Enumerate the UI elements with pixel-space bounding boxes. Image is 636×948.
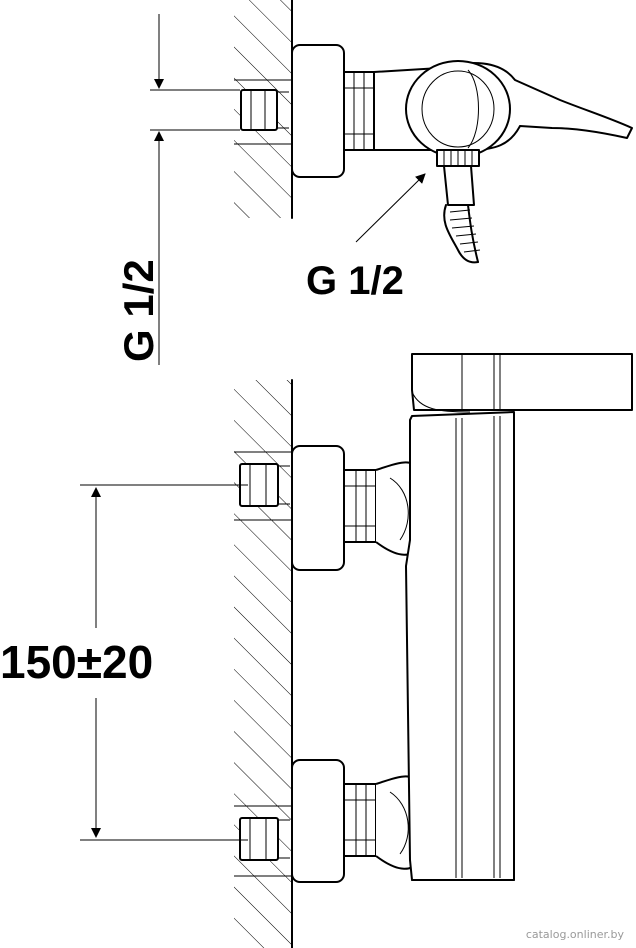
wall-rosette-lower <box>291 759 345 883</box>
mixer-body-front <box>405 411 515 881</box>
shower-outlet-top <box>436 149 481 264</box>
top-view: G 1/2 G 1/2 <box>115 0 633 365</box>
wall-rosette-upper <box>291 445 345 571</box>
eccentric-connector-top <box>343 71 375 151</box>
watermark: catalog.onliner.by <box>526 928 625 941</box>
mixer-body-top <box>373 60 633 158</box>
thread-dimension-left: G 1/2 <box>115 14 240 365</box>
spacing-dimension: 150±20 <box>0 484 248 841</box>
outlet-thread-label: G 1/2 <box>306 259 404 303</box>
spacing-label: 150±20 <box>0 636 153 688</box>
left-thread-label: G 1/2 <box>115 259 162 362</box>
front-view: 150±20 <box>0 353 633 948</box>
inlet-pipe-lower <box>234 805 292 877</box>
inlet-pipe-upper <box>234 451 292 521</box>
wall-rosette-top <box>291 44 345 178</box>
mixer-handle-front <box>411 353 633 413</box>
outlet-thread-callout: G 1/2 <box>306 173 426 303</box>
inlet-pipe-top <box>234 79 292 145</box>
